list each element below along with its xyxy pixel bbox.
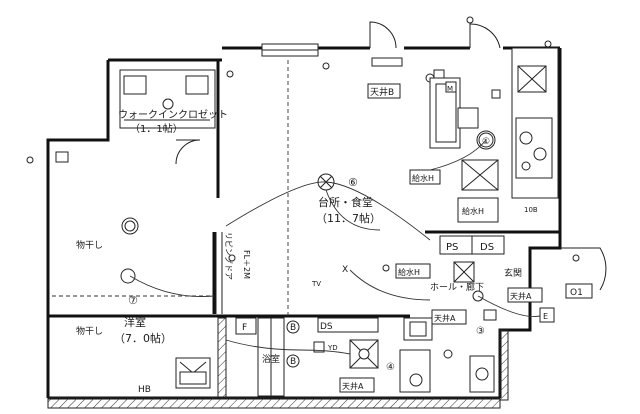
western-number: ⑦ xyxy=(128,294,138,307)
western-name: 洋室 xyxy=(124,315,146,329)
tv-label: TV xyxy=(311,280,321,288)
drying-label-2: 物干し xyxy=(76,325,103,337)
entrance-label: 玄関 xyxy=(504,267,522,279)
ldk-area: （11．7帖） xyxy=(316,212,381,225)
drying-label-1: 物干し xyxy=(76,239,103,251)
closet-name: ウォークインクロゼット xyxy=(118,109,228,121)
walk-in-closet: ウォークインクロゼット （1．1帖） xyxy=(118,69,228,165)
hb-label: HB xyxy=(138,385,151,395)
ventilation-h-label: 給水H xyxy=(412,173,434,183)
bath-wall-hatch xyxy=(217,317,227,399)
ventilation-h-label-3: 給水H xyxy=(398,267,420,277)
ds-label: DS xyxy=(480,242,494,253)
o1-label: O1 xyxy=(570,288,583,298)
letter-x-label: X xyxy=(342,265,348,275)
kitchen: M 10B 給水H xyxy=(429,47,559,223)
ds-tag-label: DS xyxy=(320,322,333,332)
bottom-wall-hatch xyxy=(47,397,501,409)
kitchen-counter-label: 10B xyxy=(524,206,538,214)
m-label: M xyxy=(447,85,453,93)
ceiling-a-label-entrance: 天井A xyxy=(510,291,532,301)
western-area: （7．0帖） xyxy=(114,332,172,345)
closet-area: （1．1帖） xyxy=(130,122,183,135)
bath-label: 浴室 xyxy=(262,353,280,365)
outer-walls xyxy=(46,46,562,400)
hall-entrance: 給水H ホール・廊下 玄関 天井A O1 E 天井A ③ ④ xyxy=(386,247,607,393)
ceiling-a-label-hall: 天井A xyxy=(434,313,456,323)
wc-f-label: F xyxy=(242,323,247,333)
bath-wc: F 浴室 B B DS YD 天井A xyxy=(225,317,433,397)
hall-label: ホール・廊下 xyxy=(430,281,484,293)
e-label: E xyxy=(543,312,548,321)
floor-height-label: FL＋2M xyxy=(242,250,251,279)
yd-label: YD xyxy=(327,344,338,352)
circle-3-label: ③ xyxy=(476,326,485,337)
ventilation-h-label-2: 給水H xyxy=(462,206,484,216)
ps-ds-area: PS DS xyxy=(439,235,505,255)
circled-markers: ① xyxy=(26,16,552,235)
ldk-number: ⑥ xyxy=(348,176,358,189)
door-width-label: リビングドア xyxy=(224,232,234,280)
western-room: ⑦ 洋室 （7．0帖） 物干し 物干し HB xyxy=(52,151,215,395)
circle-b2-label: B xyxy=(290,357,296,367)
ldk-name: 台所・食堂 xyxy=(318,195,373,209)
ceiling-a-label-bath: 天井A xyxy=(342,381,364,391)
entrance-wall-hatch xyxy=(499,329,509,401)
ceiling-b-label: 天井B xyxy=(370,86,394,98)
circle-1-label: ① xyxy=(482,137,490,147)
ps-label: PS xyxy=(446,242,458,253)
circle-b-label: B xyxy=(290,323,296,333)
circle-4-label: ④ xyxy=(386,362,395,373)
